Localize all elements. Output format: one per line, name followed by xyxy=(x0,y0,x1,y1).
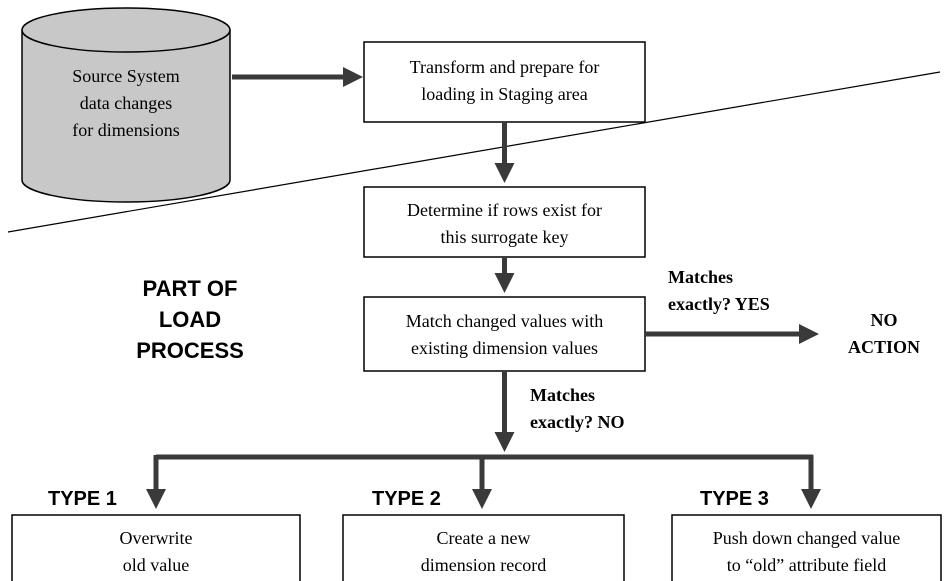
type-3-label: TYPE 3 xyxy=(700,488,769,510)
match-line-1: Match changed values with xyxy=(406,311,603,331)
source-line-3: for dimensions xyxy=(72,120,180,140)
type-2-box-line-1: Create a new xyxy=(437,528,531,548)
transform-line-2: loading in Staging area xyxy=(421,84,587,104)
section-label-line-2: LOAD xyxy=(159,307,221,332)
determine-line-2: this surrogate key xyxy=(441,227,569,247)
type-1-box-line-2: old value xyxy=(123,555,189,575)
yes-label-line-2: exactly? YES xyxy=(668,294,770,314)
transform-box: Transform and prepare for loading in Sta… xyxy=(363,41,646,123)
separator-line xyxy=(7,71,941,233)
type-2-box-line-2: dimension record xyxy=(421,555,546,575)
determine-line-1: Determine if rows exist for xyxy=(407,200,602,220)
type-2-label: TYPE 2 xyxy=(372,488,441,510)
no-action-line-1: NO xyxy=(871,310,898,330)
type-1-box: Overwrite old value xyxy=(11,514,301,581)
no-action-line-2: ACTION xyxy=(848,337,920,357)
type-3-box-line-1: Push down changed value xyxy=(713,528,900,548)
source-line-1: Source System xyxy=(72,66,180,86)
transform-line-1: Transform and prepare for xyxy=(410,57,600,77)
yes-label-line-1: Matches xyxy=(668,267,733,287)
match-line-2: existing dimension values xyxy=(411,338,598,358)
section-label-line-1: PART OF xyxy=(143,276,238,301)
type-3-box: Push down changed value to “old” attribu… xyxy=(671,514,942,581)
source-line-2: data changes xyxy=(80,93,172,113)
match-box: Match changed values with existing dimen… xyxy=(363,296,646,372)
type-3-box-line-2: to “old” attribute field xyxy=(727,555,886,575)
source-system-cylinder: Source System data changes for dimension… xyxy=(21,7,231,203)
no-label-line-2: exactly? NO xyxy=(530,412,624,432)
type-1-box-line-1: Overwrite xyxy=(120,528,193,548)
section-label-line-3: PROCESS xyxy=(136,338,244,363)
type-2-box: Create a new dimension record xyxy=(342,514,625,581)
type-1-label: TYPE 1 xyxy=(48,488,117,510)
no-label-line-1: Matches xyxy=(530,385,595,405)
determine-box: Determine if rows exist for this surroga… xyxy=(363,186,646,258)
